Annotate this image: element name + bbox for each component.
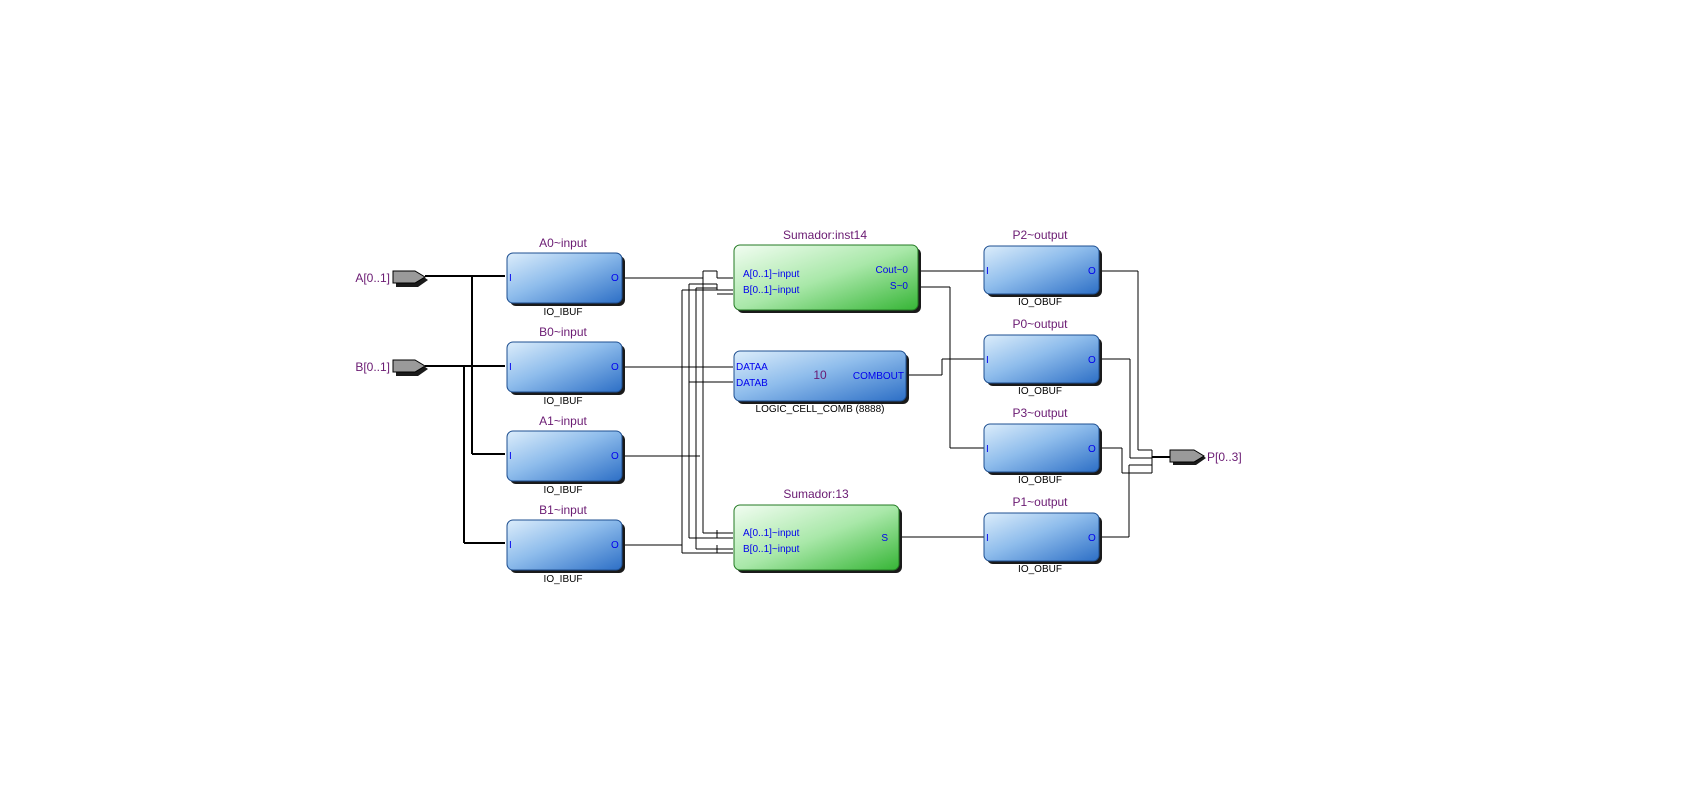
ibuf-b1[interactable]: B1~input I O IO_IBUF xyxy=(506,503,625,585)
block-title: P2~output xyxy=(1012,228,1068,242)
ibuf-a1[interactable]: A1~input I O IO_IBUF xyxy=(506,414,625,496)
obuf-p3[interactable]: P3~output I O IO_OBUF xyxy=(983,406,1102,486)
port-label: I xyxy=(986,533,989,544)
block-type: IO_IBUF xyxy=(544,485,583,496)
input-pin-b[interactable]: B[0..1] xyxy=(355,359,428,376)
port-label: S xyxy=(881,533,888,544)
block-title: P1~output xyxy=(1012,495,1068,509)
output-pin-label: P[0..3] xyxy=(1207,450,1242,464)
block-title: B1~input xyxy=(539,503,587,517)
block-title: A1~input xyxy=(539,414,587,428)
port-label: O xyxy=(611,362,619,373)
port-label: I xyxy=(509,451,512,462)
port-label: I xyxy=(986,266,989,277)
port-label: I xyxy=(509,540,512,551)
port-label: B[0..1]~input xyxy=(743,285,800,296)
port-label: O xyxy=(1088,533,1096,544)
ibuf-a0[interactable]: A0~input I O IO_IBUF xyxy=(506,236,625,318)
port-label: O xyxy=(611,273,619,284)
port-label: DATAA xyxy=(736,362,768,373)
lut-mask-value: 10 xyxy=(813,368,827,382)
logic-cell-comb[interactable]: DATAA DATAB 10 COMBOUT LOGIC_CELL_COMB (… xyxy=(733,350,909,415)
block-title: P3~output xyxy=(1012,406,1068,420)
port-label: O xyxy=(1088,355,1096,366)
block-title: Sumador:inst14 xyxy=(783,228,867,242)
input-pin-label: B[0..1] xyxy=(355,360,390,374)
port-label: DATAB xyxy=(736,378,768,389)
block-type: IO_IBUF xyxy=(544,307,583,318)
output-pin-p[interactable]: P[0..3] xyxy=(1169,449,1242,465)
port-label: B[0..1]~input xyxy=(743,544,800,555)
obuf-p2[interactable]: P2~output I O IO_OBUF xyxy=(983,228,1102,308)
sumador-13[interactable]: Sumador:13 A[0..1]~input B[0..1]~input S xyxy=(733,487,902,573)
block-type: IO_OBUF xyxy=(1018,475,1062,486)
sumador-inst14[interactable]: Sumador:inst14 A[0..1]~input B[0..1]~inp… xyxy=(733,228,921,313)
port-label: O xyxy=(1088,266,1096,277)
port-label: A[0..1]~input xyxy=(743,528,800,539)
port-label: S~0 xyxy=(890,281,909,292)
port-label: I xyxy=(986,355,989,366)
block-title: Sumador:13 xyxy=(783,487,849,501)
input-pin-label: A[0..1] xyxy=(355,271,390,285)
port-label: Cout~0 xyxy=(875,265,908,276)
port-label: I xyxy=(509,273,512,284)
block-type: LOGIC_CELL_COMB (8888) xyxy=(756,404,885,415)
port-label: I xyxy=(509,362,512,373)
port-label: O xyxy=(611,451,619,462)
port-label: COMBOUT xyxy=(853,371,904,382)
block-type: IO_OBUF xyxy=(1018,564,1062,575)
block-type: IO_OBUF xyxy=(1018,297,1062,308)
block-title: P0~output xyxy=(1012,317,1068,331)
obuf-p0[interactable]: P0~output I O IO_OBUF xyxy=(983,317,1102,397)
wires xyxy=(425,270,1170,554)
port-label: O xyxy=(1088,444,1096,455)
block-title: A0~input xyxy=(539,236,587,250)
input-pin-a[interactable]: A[0..1] xyxy=(355,270,428,287)
block-type: IO_IBUF xyxy=(544,396,583,407)
port-label: O xyxy=(611,540,619,551)
port-label: I xyxy=(986,444,989,455)
obuf-p1[interactable]: P1~output I O IO_OBUF xyxy=(983,495,1102,575)
block-title: B0~input xyxy=(539,325,587,339)
port-label: A[0..1]~input xyxy=(743,269,800,280)
block-type: IO_IBUF xyxy=(544,574,583,585)
block-type: IO_OBUF xyxy=(1018,386,1062,397)
ibuf-b0[interactable]: B0~input I O IO_IBUF xyxy=(506,325,625,407)
